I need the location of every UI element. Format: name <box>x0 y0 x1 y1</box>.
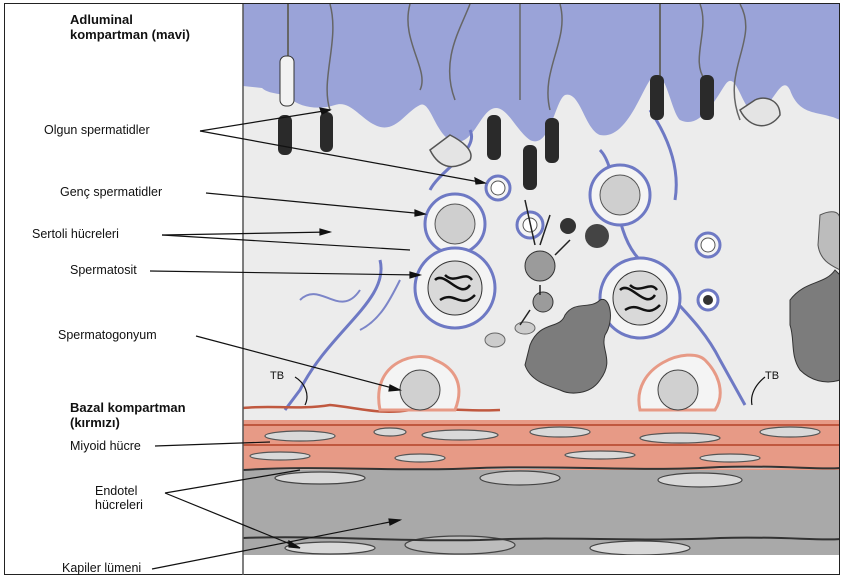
tb-left-label: TB <box>270 370 284 382</box>
sertoli-label: Sertoli hücreleri <box>32 227 119 241</box>
endotel-label-line2: hücreleri <box>95 498 143 512</box>
adluminal-label-line2: kompartman (mavi) <box>70 27 190 42</box>
spermatosit-label: Spermatosit <box>70 263 137 277</box>
olgun-spermatidler-label: Olgun spermatidler <box>44 123 150 137</box>
kapiler-label: Kapiler lümeni <box>62 561 141 575</box>
bazal-label-line2: (kırmızı) <box>70 415 186 430</box>
spermatogonyum-label: Spermatogonyum <box>58 328 157 342</box>
tb-right-label: TB <box>765 370 779 382</box>
endotel-label: Endotel hücreleri <box>95 484 143 512</box>
miyoid-label: Miyoid hücre <box>70 439 141 453</box>
adluminal-label-line1: Adluminal <box>70 12 190 27</box>
genc-spermatidler-label: Genç spermatidler <box>60 185 162 199</box>
endotel-label-line1: Endotel <box>95 484 143 498</box>
bazal-label: Bazal kompartman (kırmızı) <box>70 400 186 430</box>
adluminal-label: Adluminal kompartman (mavi) <box>70 12 190 42</box>
bazal-label-line1: Bazal kompartman <box>70 400 186 415</box>
